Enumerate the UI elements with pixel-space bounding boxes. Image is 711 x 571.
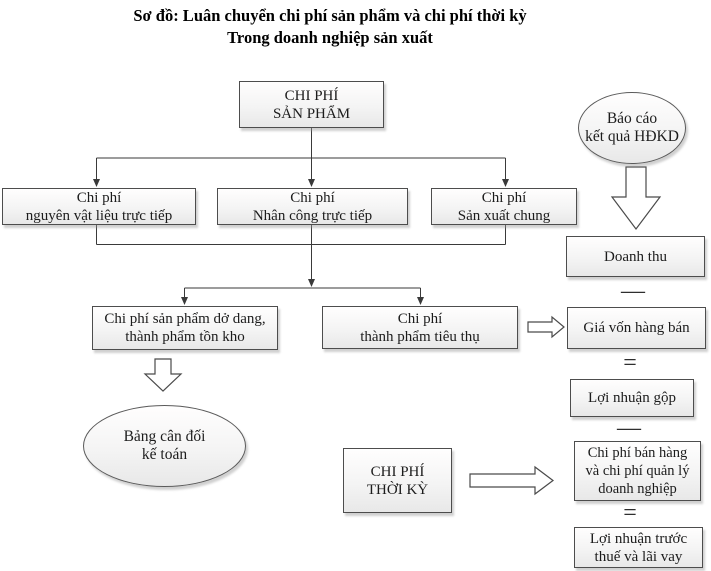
node-text-line: thành phẩm tồn kho	[125, 329, 245, 345]
node-income-report: Báo cáo kết quả HĐKD	[578, 92, 686, 164]
node-text-line: Chi phí bán hàng	[587, 445, 688, 461]
node-text-line: và chi phí quản lý	[585, 463, 690, 479]
node-product-cost: CHI PHÍ SẢN PHẨM	[239, 81, 384, 128]
node-text-line: doanh nghiệp	[598, 481, 677, 497]
node-text-line: Chi phí	[481, 189, 527, 206]
node-goods-sold: Chi phí thành phẩm tiêu thụ	[322, 306, 518, 349]
diagram-title-line1: Sơ đồ: Luân chuyển chi phí sản phẩm và c…	[133, 6, 527, 25]
operator-minus-1: —	[621, 278, 645, 304]
diagram-title: Sơ đồ: Luân chuyển chi phí sản phẩm và c…	[0, 5, 660, 49]
node-wip-inventory: Chi phí sản phẩm dở dang, thành phẩm tồn…	[92, 306, 278, 350]
node-text-line: Chi phí	[397, 310, 443, 327]
hollow-down-arrow-to-revenue	[610, 166, 662, 230]
operator-equals-1: =	[623, 350, 637, 376]
node-text-line: Lợi nhuận gộp	[588, 390, 676, 406]
node-text-line: Bảng cân đối	[123, 428, 206, 445]
node-cogs: Giá vốn hàng bán	[567, 307, 706, 349]
node-direct-materials: Chi phí nguyên vật liệu trực tiếp	[2, 188, 196, 225]
operator-minus-2: —	[617, 415, 641, 441]
node-selling-admin: Chi phí bán hàng và chi phí quản lý doan…	[574, 441, 701, 501]
node-text-line: Doanh thu	[604, 248, 667, 265]
node-direct-labor: Chi phí Nhân công trực tiếp	[217, 188, 408, 225]
node-text-line: SẢN PHẨM	[272, 105, 351, 122]
node-text-line: thành phẩm tiêu thụ	[360, 328, 480, 345]
diagram-title-line2: Trong doanh nghiệp sản xuất	[227, 28, 433, 47]
node-text-line: CHI PHÍ	[284, 87, 339, 104]
hollow-right-arrow-period-cost	[469, 465, 554, 496]
node-balance-sheet: Bảng cân đối kế toán	[83, 405, 246, 487]
node-gross-profit: Lợi nhuận gộp	[570, 379, 694, 417]
node-text-line: thuế và lãi vay	[594, 548, 683, 565]
node-text-line: Nhân công trực tiếp	[252, 207, 373, 224]
node-text-line: Chi phí	[290, 189, 335, 206]
node-text-line: kết quả HĐKD	[585, 128, 679, 145]
node-text-line: Lợi nhuận trước	[589, 530, 688, 547]
node-period-cost: CHI PHÍ THỜI KỲ	[343, 448, 452, 513]
hollow-right-arrow-to-cogs	[527, 315, 565, 339]
node-text-line: CHI PHÍ	[370, 463, 425, 480]
node-overhead: Chi phí Sản xuất chung	[431, 188, 577, 225]
node-revenue: Doanh thu	[566, 236, 705, 277]
node-text-line: kế toán	[141, 446, 188, 463]
node-text-line: Báo cáo	[606, 110, 658, 127]
operator-equals-2: =	[623, 500, 637, 526]
hollow-down-arrow-to-balance-sheet	[143, 358, 183, 392]
node-text-line: Chi phí	[76, 189, 122, 206]
node-text-line: Chi phí sản phẩm dở dang,	[104, 311, 266, 327]
node-text-line: Giá vốn hàng bán	[583, 320, 690, 336]
node-text-line: THỜI KỲ	[366, 481, 429, 498]
node-ebit: Lợi nhuận trước thuế và lãi vay	[574, 527, 703, 568]
node-text-line: nguyên vật liệu trực tiếp	[25, 207, 173, 224]
node-text-line: Sản xuất chung	[457, 207, 551, 224]
